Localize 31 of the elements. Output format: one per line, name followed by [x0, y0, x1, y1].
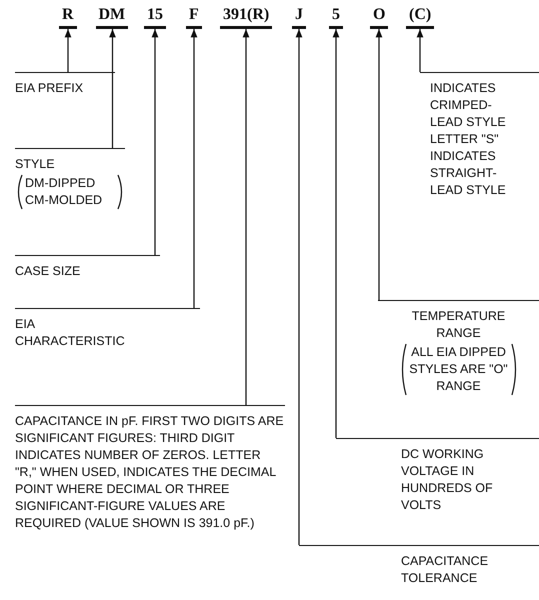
- leader-line: [376, 29, 382, 300]
- leader-line: [109, 29, 116, 148]
- note-text: DM-DIPPED CM-MOLDED: [25, 175, 104, 209]
- code-segment: O: [370, 4, 388, 29]
- code-segment: 5: [329, 4, 343, 29]
- description-block: [378, 300, 539, 395]
- leader-line: [190, 29, 198, 308]
- note-text: ALL EIA DIPPED STYLES ARE "O" RANGE: [408, 344, 508, 395]
- code-segment: J: [292, 4, 306, 29]
- description-text: CAPACITANCE TOLERANCE: [401, 553, 490, 587]
- leader-line: [152, 29, 158, 255]
- leader-line: [416, 29, 424, 72]
- code-segment: F: [186, 4, 202, 29]
- leader-line: [64, 29, 72, 72]
- code-segment: R: [59, 4, 77, 29]
- description-text: EIA PREFIX: [15, 80, 84, 97]
- code-segment: (C): [406, 4, 434, 29]
- description-text: INDICATES CRIMPED-LEAD STYLE LETTER "S" INDICATES STRAIGHT-LEAD STYLE: [430, 80, 507, 199]
- description-text: CASE SIZE: [15, 263, 82, 280]
- description-text: CAPACITANCE IN pF. FIRST TWO DIGITS ARE SIGNIFICANT FIGURES: THIRD DIGIT INDICATES NUMBER OF ZEROS. LETTER "R," WHEN USED, INDICATES THE DECIMAL POINT WHERE DECIMAL OR THREE SIGNIFICANT-FIGURE VALUES ARE REQUIRED (VALUE SHOWN IS 391.0 pF.): [15, 413, 285, 532]
- leader-line: [242, 29, 250, 405]
- description-text: TEMPERATURE RANGE: [410, 308, 506, 342]
- description-text: DC WORKING VOLTAGE IN HUNDREDS OF VOLTS: [401, 446, 494, 514]
- leader-line: [296, 29, 302, 545]
- leader-line: [332, 29, 340, 438]
- description-text: EIA CHARACTERISTIC: [15, 316, 125, 350]
- description-block: [15, 148, 125, 209]
- description-text: STYLE: [15, 156, 56, 173]
- code-segment: 15: [144, 4, 166, 29]
- code-segment: DM: [96, 4, 128, 29]
- code-segment: 391(R): [220, 4, 272, 29]
